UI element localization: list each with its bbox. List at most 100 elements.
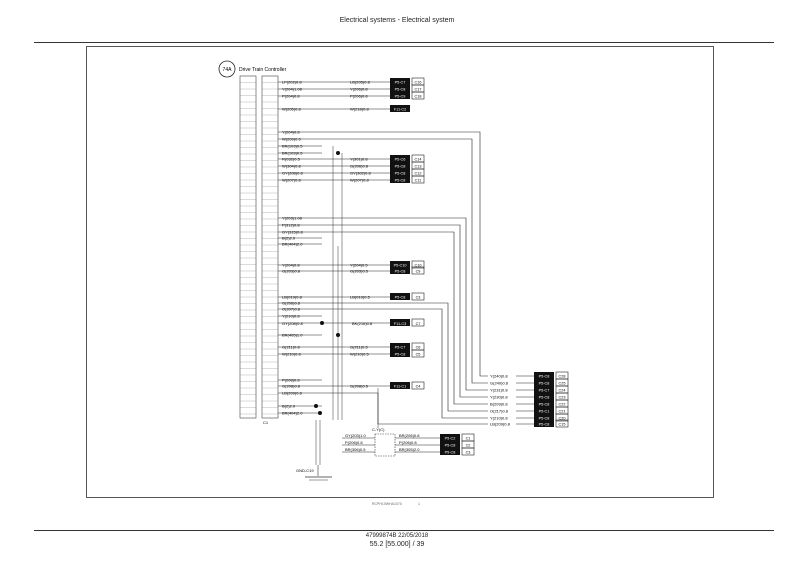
- wire-code: P(204)0.8: [282, 94, 300, 99]
- wire-code: GY(208)0.8: [282, 171, 303, 176]
- wire-tag: P5-C8: [539, 382, 550, 386]
- wire-pin: C3: [416, 296, 421, 300]
- wire-code: BR(404)2.0: [282, 411, 303, 416]
- wire-pin-box: [411, 260, 425, 269]
- wire-tag: P5-C8: [395, 172, 406, 176]
- junction-dots: [314, 151, 340, 415]
- wire-row-short: Y(203)1.08: [278, 216, 322, 221]
- special-wire-pin: C7: [416, 322, 421, 326]
- wire-tag: P5-C8: [395, 88, 406, 92]
- wire-code: G(208)0.8: [282, 384, 301, 389]
- wire-code: G(206)0.8: [282, 301, 301, 306]
- splice-wire-pin: C3: [466, 451, 471, 455]
- wire-pin: C28: [559, 375, 566, 379]
- wire-pin: C10: [415, 264, 422, 268]
- wire-tag: P5-C8: [395, 353, 406, 357]
- wire-mid-code: LB(019)0.5: [350, 295, 371, 300]
- wire-code: BR(405)1.0: [282, 333, 303, 338]
- wire-mid-code: G(211)0.5: [350, 345, 368, 350]
- wire-tag-box: [390, 267, 410, 274]
- wire-tag-box: [390, 162, 410, 169]
- wire-code: LF(202)0.8: [282, 80, 302, 85]
- wire-row-short: BR(404)2.0: [278, 242, 322, 247]
- wire-code: BR(103)0.5: [282, 151, 303, 156]
- wire-code: W(205)0.8: [282, 107, 301, 112]
- wire-pin: C17: [415, 88, 422, 92]
- wire-pin-box: [411, 266, 425, 275]
- wire-code: Y(204)0.8: [282, 130, 300, 135]
- wire-code: Y(231)0.8: [490, 388, 508, 393]
- wire-tag-box: [534, 372, 554, 379]
- wire-tag: P5-C10: [394, 264, 407, 268]
- callout-circle: [218, 60, 236, 78]
- figure-id: RCPH10WHA1070: [372, 502, 402, 506]
- footer-page: 55.2 [55.000] / 39: [369, 541, 425, 548]
- wire-tag-box: [390, 85, 410, 92]
- wire-tag-box: [534, 407, 554, 414]
- wire-row: Y(204)0.8 Y(204)0.5 P5-C10 C10: [278, 260, 425, 269]
- wire-code: B(209)0.8: [490, 402, 508, 407]
- wire-code: Y(240)0.8: [490, 374, 508, 379]
- wire-code: O(207)0.8: [282, 307, 301, 312]
- wire-tag-box: [534, 379, 554, 386]
- wire-pin-box: [555, 413, 569, 422]
- wire-tag: P5-C9: [395, 95, 406, 99]
- wire-code: Y(204)0.8: [282, 263, 300, 268]
- splice-wire-pin-box: [461, 447, 475, 456]
- wire-code: B(2)2.0: [282, 236, 296, 241]
- wire-code: BR(103)0.5: [282, 144, 303, 149]
- wire-code: P(208)0.8: [282, 378, 300, 383]
- route-line: [322, 231, 488, 405]
- wire-code: GY(203)1.0: [345, 433, 366, 438]
- wire-code-out: P(206)0.8: [399, 440, 417, 445]
- wire-tag-box: [534, 414, 554, 421]
- route-line: [322, 308, 488, 419]
- wire-row-short: G(206)0.8: [278, 301, 322, 306]
- wire-code: W(207)0.8: [282, 178, 301, 183]
- wire-tag: P5-C8: [539, 417, 550, 421]
- wire-tag-box: [534, 420, 554, 427]
- route-line: [322, 131, 488, 377]
- splice-wire-pin: C1: [466, 437, 471, 441]
- wire-mid-code: Y(206)0.8: [350, 87, 368, 92]
- wire-tag-box: [534, 393, 554, 400]
- footer-rule: [34, 530, 774, 531]
- wire-pin-box: [411, 292, 425, 301]
- wire-tag-box: [390, 105, 410, 112]
- wire-mid-code: LB(205)0.8: [350, 80, 371, 85]
- wire-mid-code: W(210)0.5: [350, 352, 369, 357]
- wire-row-short: P(208)0.8: [278, 378, 322, 383]
- wire-pin-box: [411, 175, 425, 184]
- wire-tag: P5-C8: [395, 179, 406, 183]
- connector-end-label: C1: [263, 420, 269, 425]
- controller-connector: [239, 75, 279, 419]
- wire-tag-box: [534, 386, 554, 393]
- diagram-frame: [86, 46, 714, 498]
- wire-code: LB(209)0.8: [282, 391, 303, 396]
- wire-code: Y(203)1.08: [282, 216, 303, 221]
- wire-pin: C21: [559, 410, 566, 414]
- route-line: [322, 217, 488, 391]
- wire-code: B(2)2.0: [282, 404, 296, 409]
- wire-tag: F11-C1: [394, 385, 406, 389]
- wire-mid-code: W(207)0.8: [350, 178, 369, 183]
- wire-mid-code: G(206)0.8: [350, 164, 369, 169]
- wire-code: R(032)0.5: [282, 157, 301, 162]
- splice-label: C-Y(C): [372, 427, 385, 432]
- wire-pin: C22: [559, 403, 566, 407]
- wire-pin: C5: [416, 353, 421, 357]
- wire-row-short: BR(103)0.5: [278, 151, 322, 156]
- wire-mid-code: Y(204)0.5: [350, 263, 368, 268]
- wire-pin-box: [411, 381, 425, 390]
